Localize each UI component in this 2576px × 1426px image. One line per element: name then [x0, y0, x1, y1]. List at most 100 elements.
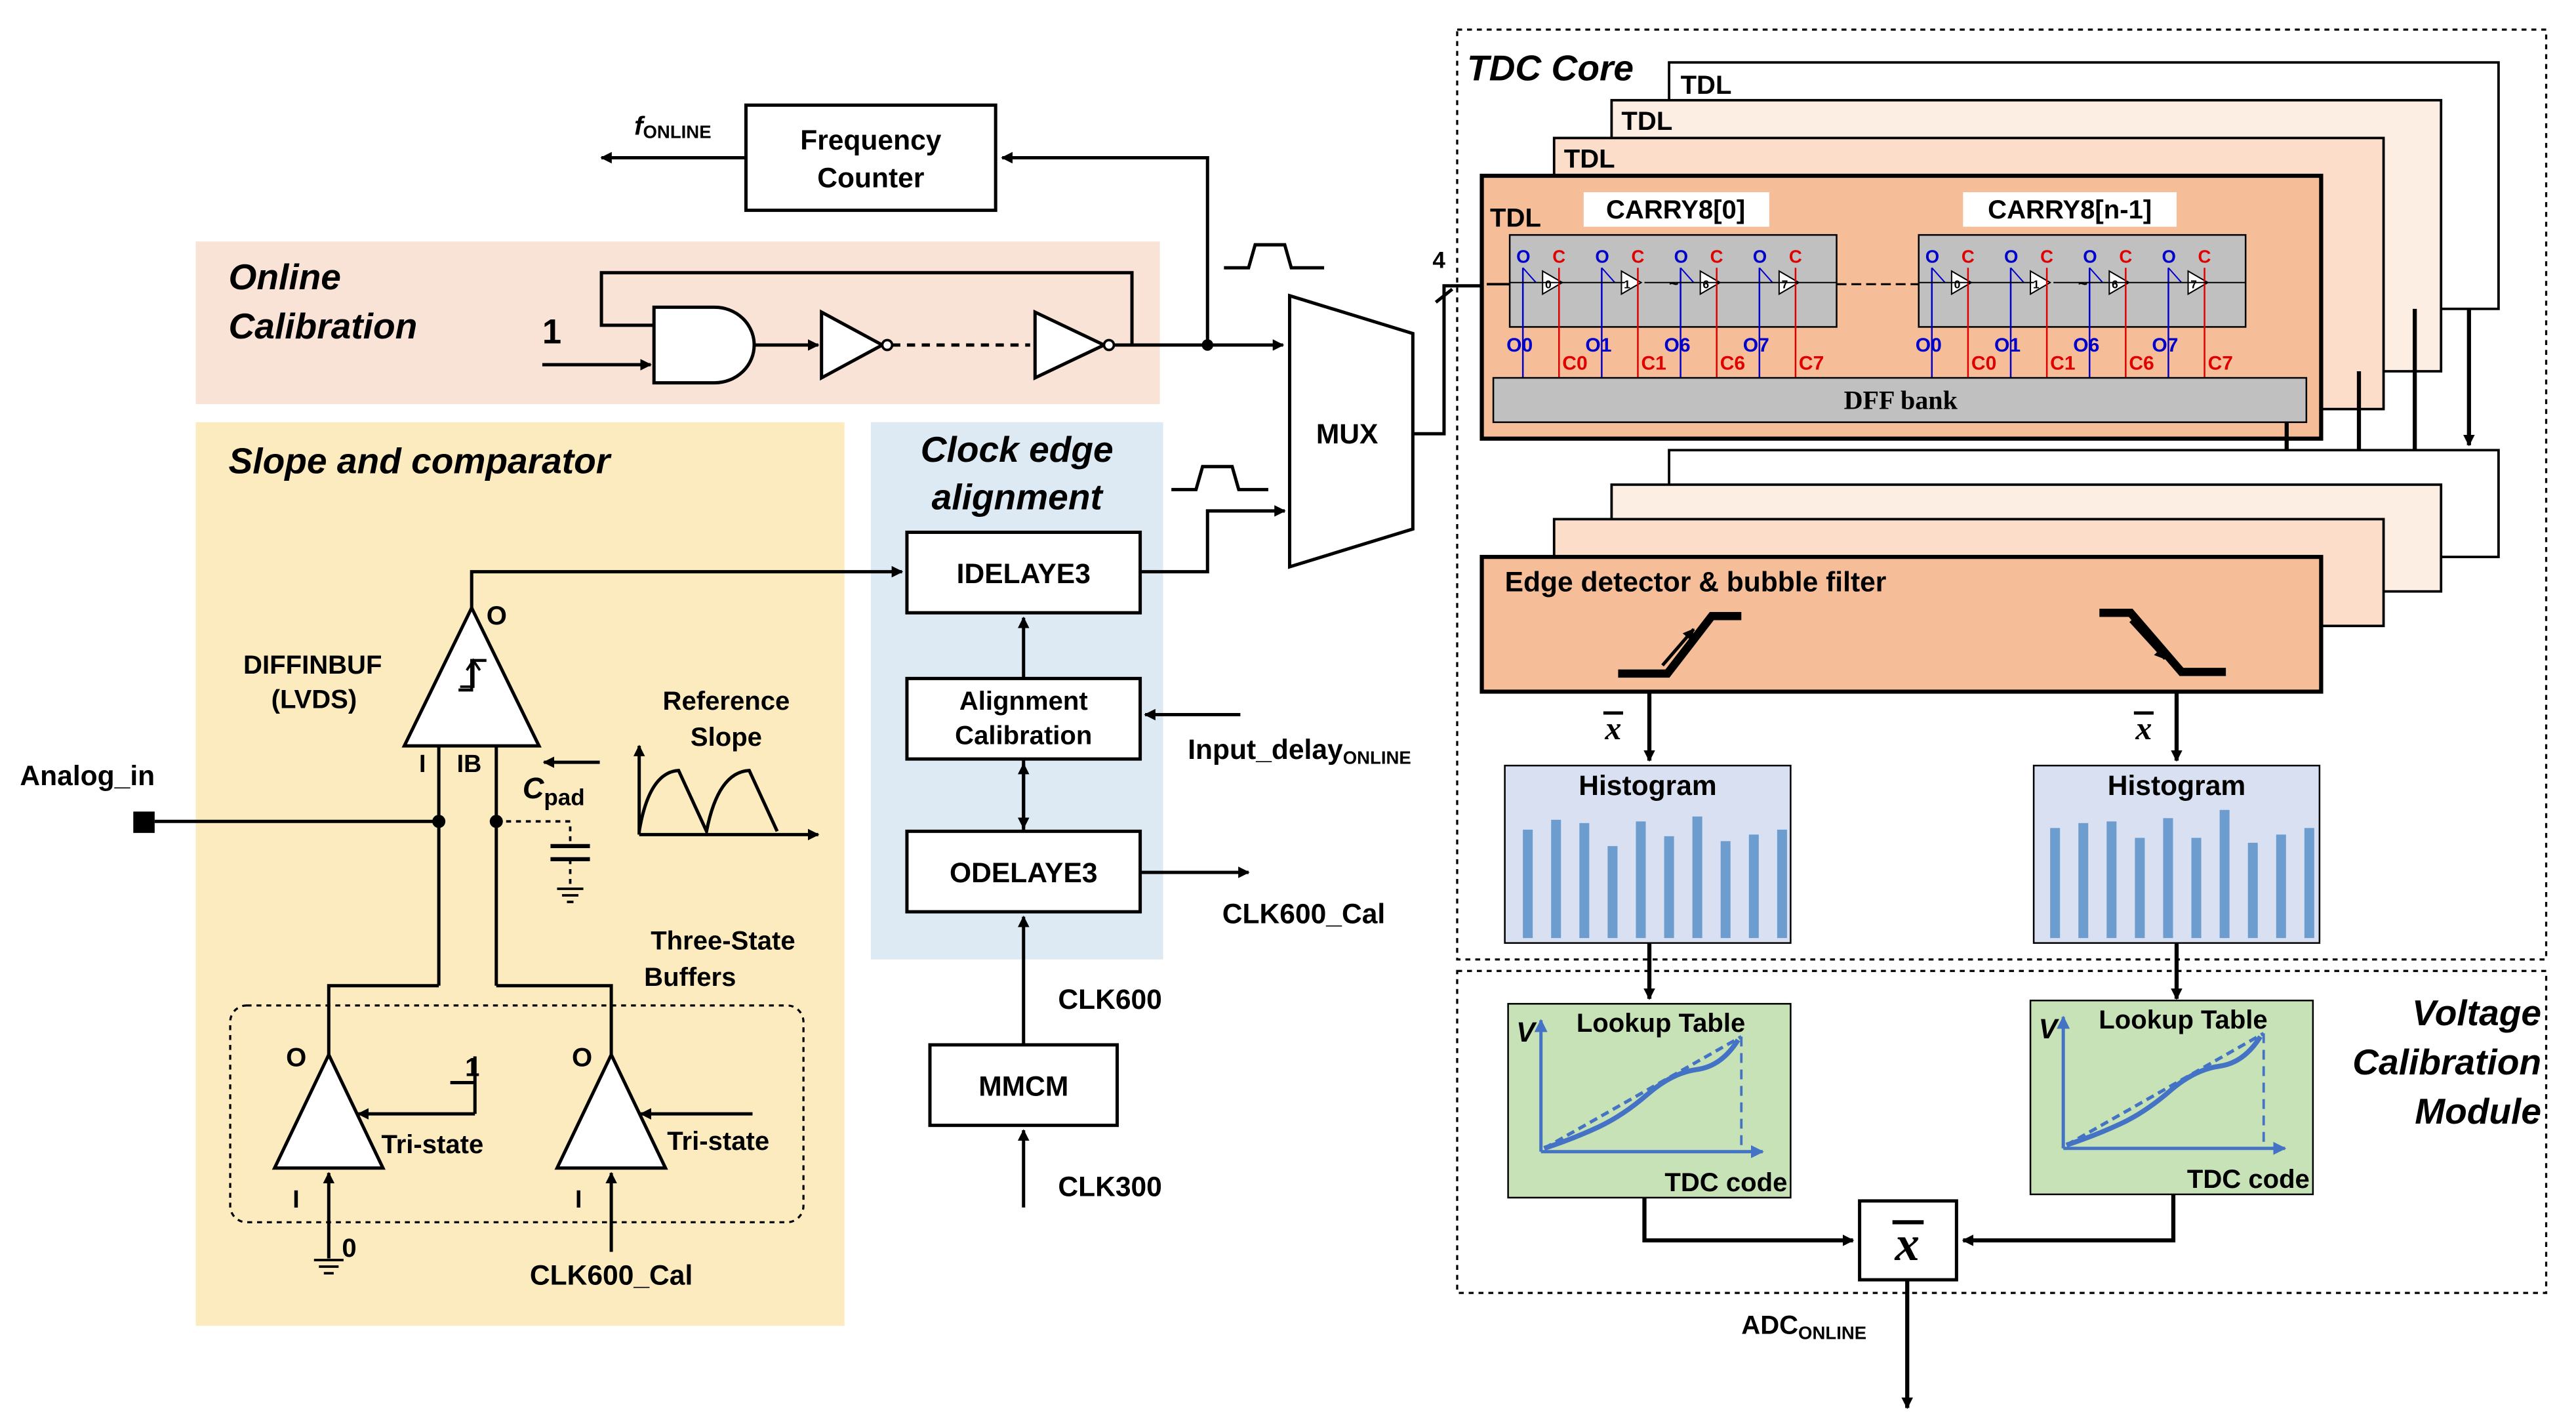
histogram-bar: [1551, 819, 1561, 939]
carry-o-link: [2167, 267, 2183, 283]
tri-state-1-enable-wire: [450, 1056, 477, 1114]
carry-cell-o-letter: O: [1674, 247, 1688, 267]
histogram-bar: [1636, 821, 1646, 939]
carry-cell-o-letter: O: [1595, 247, 1609, 267]
clk600-cal-label-right: CLK600_Cal: [1222, 899, 1385, 930]
clk600-label: CLK600: [1058, 984, 1161, 1015]
carry-out-c-label: C0: [1971, 353, 1996, 375]
slope-comparator-title: Slope and comparator: [229, 440, 612, 481]
carry-cell-index: 1: [1624, 278, 1630, 291]
carry-o-link: [2089, 267, 2104, 283]
carry-cell-index: 6: [2112, 278, 2118, 291]
falling-edge-icon: [2099, 608, 2226, 676]
tri-buffer-2-port-i: I: [575, 1185, 582, 1213]
lookup-table-right-plot: [2057, 1015, 2287, 1155]
three-state-buffers-group: [229, 1004, 805, 1224]
carry-out-c-label: C7: [2208, 353, 2233, 375]
lut-left-to-average-wire: [1642, 1197, 1855, 1246]
histogram-bar: [2135, 838, 2145, 939]
tri-state-buffer-1: [272, 1051, 386, 1170]
histogram-left-bars: [1523, 816, 1787, 939]
dff-bank-label: DFF bank: [1844, 386, 1958, 415]
carry-out-c-label: C1: [1641, 353, 1666, 375]
clock-edge-alignment-title-line1: Clock edge: [921, 429, 1114, 470]
three-state-buffers-label-line1: Three-State: [651, 927, 795, 956]
reference-slope-label-line2: Slope: [691, 723, 762, 752]
diffinbuf-label-line1: DIFFINBUF: [243, 651, 382, 680]
lookup-table-left-label: Lookup Table: [1577, 1009, 1745, 1038]
frequency-counter-label-line1: Frequency: [800, 125, 942, 156]
online-calibration-title-line1: Online: [229, 256, 341, 297]
lookup-table-left-v-axis: V: [1516, 1017, 1537, 1048]
histogram-right-bars: [2050, 809, 2314, 939]
carry-cell-o-letter: O: [2083, 247, 2097, 267]
carry-out-o-label: O7: [2152, 335, 2178, 356]
inverter-1: [820, 309, 886, 381]
carry-o-link: [1680, 267, 1695, 283]
carry-cell-c-letter: C: [1789, 247, 1802, 267]
tdc-core-title: TDC Core: [1467, 48, 1634, 89]
voltage-calibration-title-line2: Calibration: [2352, 1042, 2541, 1082]
histogram-bar: [2219, 809, 2230, 939]
pulse-icon-bottom: [1171, 464, 1268, 491]
carry-out-c-label: C1: [2050, 353, 2075, 375]
histogram-bar: [1607, 845, 1618, 939]
edge-detector-label: Edge detector & bubble filter: [1505, 567, 1887, 598]
frequency-counter-label-line2: Counter: [817, 163, 924, 194]
carry-out-o-label: O6: [1664, 335, 1691, 356]
f-online-label: fONLINE: [634, 112, 711, 142]
mux-block: [1287, 293, 1415, 569]
carry-cell-c-letter: C: [1631, 247, 1644, 267]
clock-edge-alignment-title-line2: alignment: [932, 476, 1104, 517]
carry-out-o-label: O1: [1994, 335, 2021, 356]
histogram-left-label: Histogram: [1579, 770, 1717, 802]
carry-out-o-label: O1: [1585, 335, 1611, 356]
carry-cell-c-letter: C: [1962, 247, 1975, 267]
tri-state-1-constant-one: 1: [465, 1053, 479, 1082]
alignment-calibration-label-line1: Alignment: [959, 687, 1088, 716]
bus-width-label: 4: [1432, 247, 1445, 273]
tri-state-buffer-2: [554, 1051, 668, 1170]
tdl-layer-back-1-label: TDL: [1564, 144, 1615, 173]
histogram-bar: [1777, 829, 1787, 939]
carry-out-o-label: O7: [1743, 335, 1769, 356]
idelaye3-label: IDELAYE3: [957, 558, 1091, 590]
histogram-bar: [1579, 823, 1590, 939]
diffinbuf-port-ib: IB: [457, 750, 482, 777]
rising-edge-icon: [1618, 611, 1742, 678]
carry8-first-label-box: [1583, 192, 1769, 227]
carry-out-o-label: O0: [1506, 335, 1533, 356]
carry-cell-o-letter: O: [1516, 247, 1530, 267]
carry-cell-o-letter: O: [2004, 247, 2018, 267]
tri-state-label-2: Tri-state: [667, 1127, 769, 1156]
diffinbuf-to-idelaye3-wire: [470, 565, 904, 608]
carry-cell-index: 1: [2033, 278, 2040, 291]
analog-in-label: Analog_in: [20, 760, 155, 792]
carry-out-o-label: O6: [2073, 335, 2099, 356]
histogram-bar: [2163, 818, 2173, 939]
diffinbuf-port-o: O: [487, 601, 507, 630]
tdl-layer-front-label: TDL: [1490, 204, 1541, 233]
lookup-table-left-plot: [1534, 1019, 1764, 1158]
histogram-bar: [2276, 834, 2286, 939]
voltage-calibration-region: [1456, 969, 2548, 1294]
mux-label: MUX: [1316, 418, 1379, 450]
reference-slope-waveform: [637, 769, 779, 837]
ground-zero-label: 0: [342, 1234, 356, 1263]
histogram-right-label: Histogram: [2108, 770, 2246, 802]
carry-cell-index: 0: [1545, 278, 1552, 291]
carry8-last-label-box: [1963, 192, 2177, 227]
ring-feedback-wire: [599, 271, 1134, 345]
carry-o-link: [1522, 267, 1537, 283]
carry-o-link: [2010, 267, 2024, 283]
carry-out-c-label: C7: [1799, 353, 1824, 375]
diffinbuf-label-line2: (LVDS): [272, 685, 357, 714]
carry-o-link: [1931, 267, 1946, 283]
cpad-wire: [496, 820, 572, 845]
carry-o-link: [1759, 267, 1773, 283]
lut-right-to-average-wire: [1962, 1194, 2176, 1246]
tri-buffer-1-port-o: O: [286, 1043, 306, 1072]
lookup-table-right-v-axis: V: [2039, 1013, 2060, 1045]
